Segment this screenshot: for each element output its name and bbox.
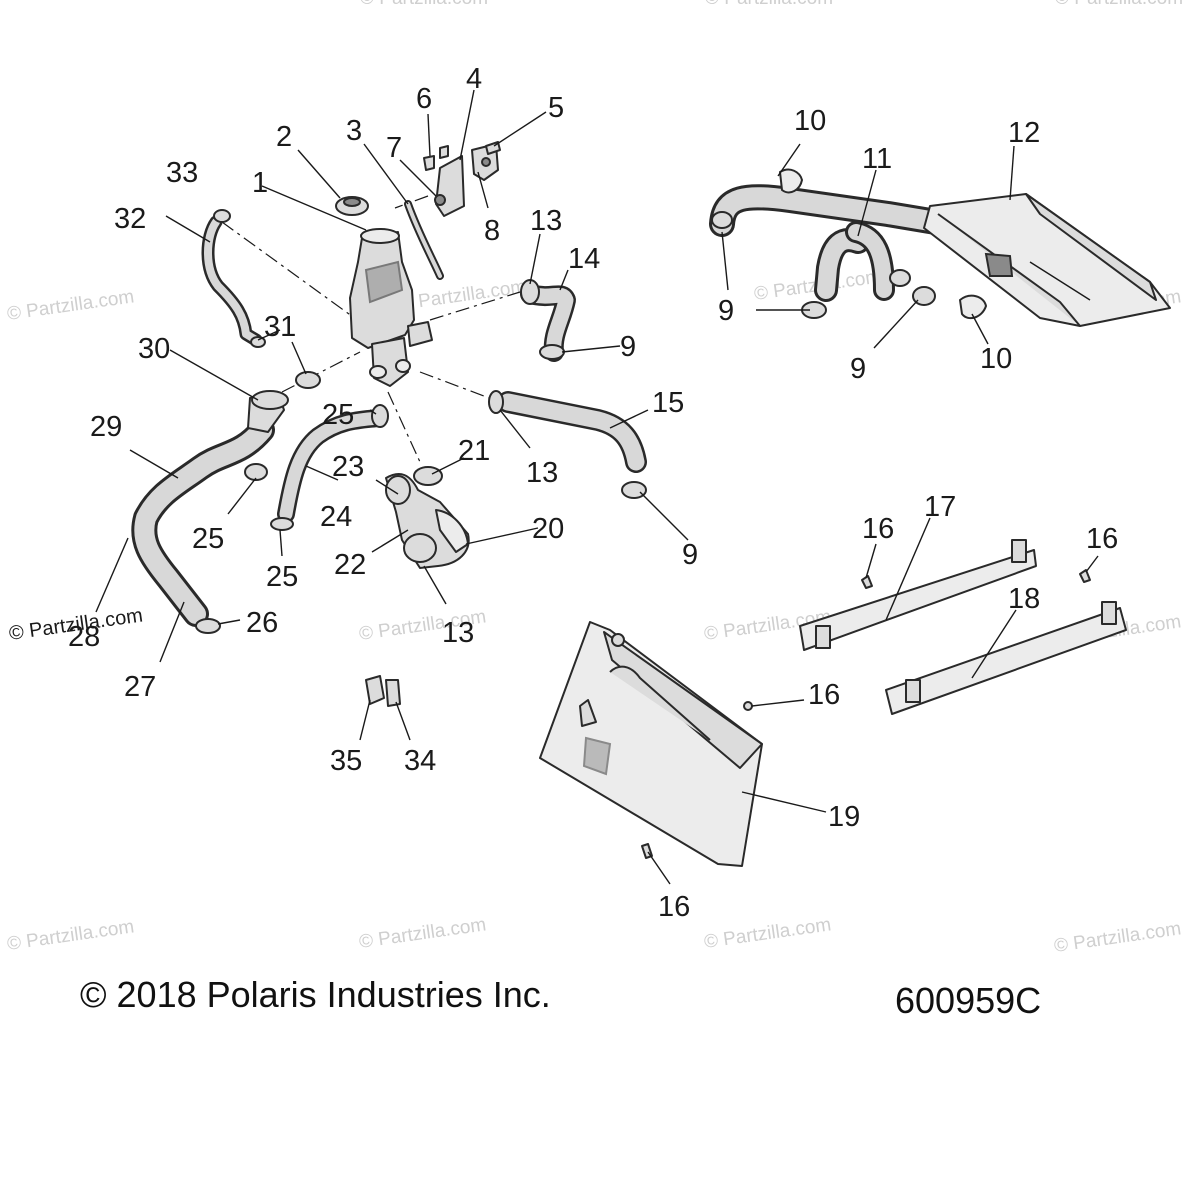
fan-shroud (539, 621, 763, 867)
callout-32: 32 (114, 203, 146, 235)
callout-25: 25 (192, 523, 224, 555)
watermark: © Partzilla.com (1053, 918, 1183, 957)
coolant-reservoir (349, 228, 433, 387)
callout-13: 13 (442, 617, 474, 649)
callout-16: 16 (658, 891, 690, 923)
callout-10: 10 (794, 105, 826, 137)
callout-29: 29 (90, 411, 122, 443)
callout-21: 21 (458, 435, 490, 467)
callout-1: 1 (252, 167, 268, 199)
callout-22: 22 (334, 549, 366, 581)
clamp-31 (295, 371, 321, 389)
hose-15 (488, 390, 647, 499)
callout-5: 5 (548, 92, 564, 124)
callout-16: 16 (862, 513, 894, 545)
mounting-brackets (434, 143, 499, 217)
callout-8: 8 (484, 215, 500, 247)
callout-27: 27 (124, 671, 156, 703)
callout-25: 25 (266, 561, 298, 593)
watermark: © Partzilla.com (1055, 0, 1183, 9)
callout-6: 6 (416, 83, 432, 115)
callout-13: 13 (526, 457, 558, 489)
callout-11: 11 (862, 143, 892, 175)
breather-tube (404, 200, 444, 280)
lower-hose-assembly (131, 390, 289, 634)
callout-9: 9 (718, 295, 734, 327)
callout-15: 15 (652, 387, 684, 419)
callout-4: 4 (466, 63, 482, 95)
overflow-hose (201, 209, 266, 348)
callout-2: 2 (276, 121, 292, 153)
callout-18: 18 (1008, 583, 1040, 615)
watermark: © Partzilla.com (6, 916, 136, 955)
radiator-tray (923, 193, 1171, 327)
callout-35: 35 (330, 745, 362, 777)
callout-9: 9 (682, 539, 698, 571)
callout-33: 33 (166, 157, 198, 189)
drawing-number: 600959C (895, 980, 1042, 1021)
callout-30: 30 (138, 333, 170, 365)
hose-14 (520, 284, 576, 362)
callout-23: 23 (332, 451, 364, 483)
clamps-upper (520, 279, 565, 360)
watermark: © Partzilla.com (6, 286, 136, 325)
callout-9: 9 (620, 331, 636, 363)
callout-labels: 1 2 3 4 5 6 7 8 9 9 9 9 10 10 11 12 13 1… (68, 63, 1118, 923)
callout-34: 34 (404, 745, 436, 777)
watermark: © Partzilla.com (360, 0, 488, 9)
callout-10: 10 (980, 343, 1012, 375)
callout-24: 24 (320, 501, 352, 533)
callout-28: 28 (68, 621, 100, 653)
callout-25: 25 (322, 399, 354, 431)
center-lines (221, 195, 521, 463)
upper-right-hose (709, 168, 987, 320)
callout-14: 14 (568, 243, 600, 275)
reservoir-cap (335, 196, 369, 216)
callout-31: 31 (264, 311, 296, 343)
watermark: © Partzilla.com (358, 914, 488, 953)
watermark: © Partzilla.com (703, 914, 833, 953)
callout-17: 17 (924, 491, 956, 523)
leader-lines (95, 89, 1099, 885)
callout-16: 16 (1086, 523, 1118, 555)
seal-strips (799, 539, 1127, 715)
callout-13: 13 (530, 205, 562, 237)
callout-20: 20 (532, 513, 564, 545)
thermostat-housing (385, 466, 470, 569)
watermark: © Partzilla.com (705, 0, 833, 9)
callout-3: 3 (346, 115, 362, 147)
callout-7: 7 (386, 132, 402, 164)
callout-19: 19 (828, 801, 860, 833)
small-fittings (365, 675, 401, 707)
callout-26: 26 (246, 607, 278, 639)
callout-9: 9 (850, 353, 866, 385)
copyright-text: © 2018 Polaris Industries Inc. (80, 974, 551, 1015)
hose-24 (244, 404, 389, 531)
callout-16: 16 (808, 679, 840, 711)
callout-12: 12 (1008, 117, 1040, 149)
